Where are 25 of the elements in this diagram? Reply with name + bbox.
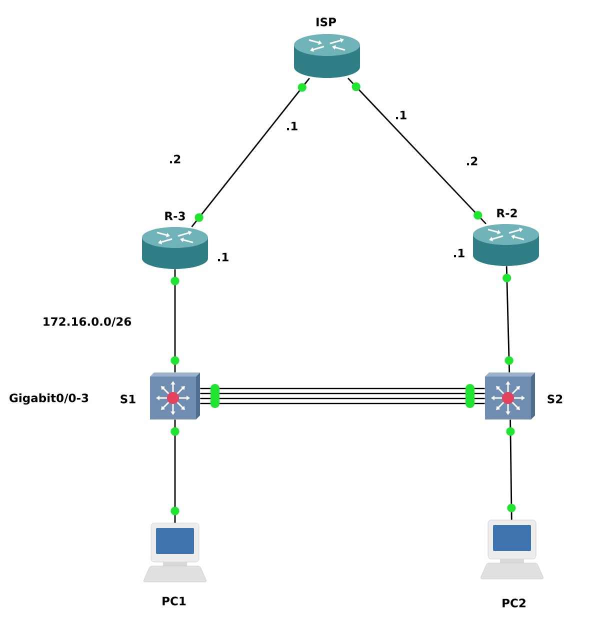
device-label: PC1: [162, 596, 186, 606]
interface-label: Gigabit0/0-3: [10, 393, 88, 405]
link-line: [174, 269, 176, 372]
link-line: [191, 78, 310, 228]
device-label: ISP: [316, 18, 336, 26]
address-label: .2: [467, 156, 478, 166]
link-line: [348, 78, 486, 224]
address-label: .1: [454, 248, 464, 258]
address-label: .1: [396, 110, 406, 120]
address-label: .1: [287, 122, 298, 130]
link-line: [174, 420, 176, 523]
link-line: [200, 398, 485, 400]
link-line: [510, 420, 512, 520]
device-label: S2: [548, 394, 562, 404]
link-line: [200, 392, 485, 394]
device-label: S1: [120, 394, 136, 404]
device-label: R-3: [165, 212, 185, 220]
link-line: [200, 388, 485, 390]
device-label: PC2: [502, 598, 526, 608]
device-label: R-2: [497, 208, 517, 218]
address-label: .1: [218, 252, 228, 262]
link-line: [506, 266, 510, 372]
address-label: .2: [170, 154, 180, 164]
link-line: [200, 402, 485, 404]
subnet-label: 172.16.0.0/26: [44, 317, 132, 327]
